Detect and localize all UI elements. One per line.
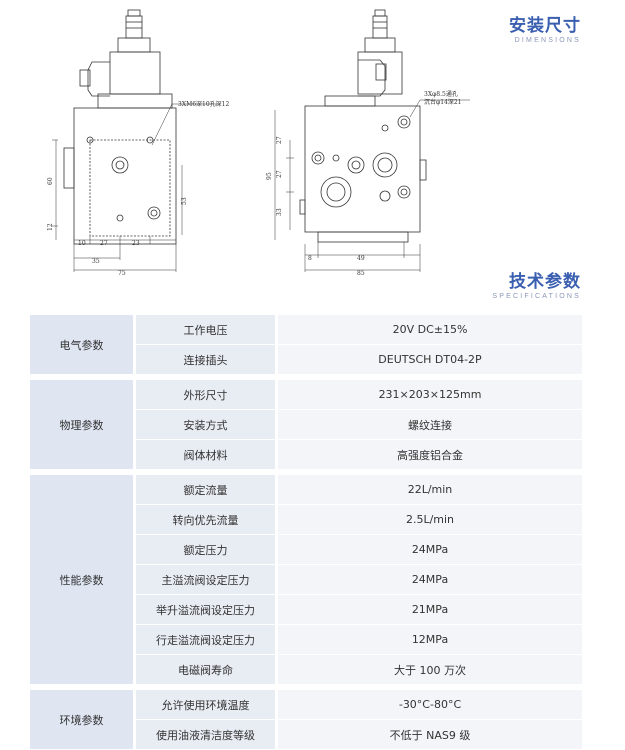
table-row: 安装方式 螺纹连接 [30,410,582,440]
right-hole-note-1: 3Xφ8.5通孔 [424,90,458,98]
value-cell: -30°C-80°C [275,690,582,720]
value-cell: 20V DC±15% [275,315,582,345]
category-cell: 环境参数 [30,690,133,750]
dimensions-subtitle: DIMENSIONS [514,37,581,44]
left-dim-10: 10 [78,240,86,247]
left-dim-60: 60 [47,177,54,185]
param-cell: 转向优先流量 [133,505,275,535]
left-valve-body [73,107,177,245]
value-cell: 24MPa [275,535,582,565]
left-plug-head [79,69,91,87]
specifications-title: 技术参数 [509,272,581,292]
right-dim-27a: 27 [276,136,283,144]
table-row: 阀体材料 高强度铝合金 [30,440,582,470]
value-cell: 大于 100 万次 [275,655,582,685]
param-cell: 使用油液清洁度等级 [133,720,275,750]
left-connector-body [125,15,143,39]
param-cell: 连接插头 [133,345,275,375]
left-view [52,9,220,272]
value-cell: 高强度铝合金 [275,440,582,470]
value-cell: 21MPa [275,595,582,625]
specifications-subtitle: SPECIFICATIONS [492,293,581,300]
category-cell: 性能参数 [30,475,133,685]
right-dim-49: 49 [357,255,365,262]
param-cell: 电磁阀寿命 [133,655,275,685]
specifications-table: 电气参数 工作电压 20V DC±15% 连接插头 DEUTSCH DT04-2… [30,315,582,750]
param-cell: 安装方式 [133,410,275,440]
param-cell: 阀体材料 [133,440,275,470]
right-view [274,9,470,272]
left-dim-35: 35 [92,258,100,265]
left-dim-23: 23 [132,240,140,247]
table-row: 电磁阀寿命 大于 100 万次 [30,655,582,685]
left-dim-27: 27 [100,240,108,247]
left-coil [109,51,161,95]
left-coil-nut [117,37,151,53]
table-row: 性能参数 额定流量 22L/min [30,475,582,685]
value-cell: 2.5L/min [275,505,582,535]
table-row: 转向优先流量 2.5L/min [30,505,582,535]
right-dim-95: 95 [266,172,273,180]
table-row: 举升溢流阀设定压力 21MPa [30,595,582,625]
specifications-section-title: 技术参数 SPECIFICATIONS [492,272,581,302]
table-row: 行走溢流阀设定压力 12MPa [30,625,582,655]
param-cell: 主溢流阀设定压力 [133,565,275,595]
table-row: 物理参数 外形尺寸 231×203×125mm [30,380,582,470]
table-row: 电气参数 工作电压 20V DC±15% [30,315,582,375]
param-cell: 额定压力 [133,535,275,565]
left-hole-note: 3XM6深10孔深12 [178,100,230,108]
value-cell: 24MPa [275,565,582,595]
left-dim-53: 53 [181,197,188,205]
value-cell: 231×203×125mm [275,380,582,410]
right-dim-33: 33 [276,208,283,216]
table-row: 环境参数 允许使用环境温度 -30°C-80°C [30,690,582,750]
dimensions-title: 安装尺寸 [509,16,581,36]
param-cell: 允许使用环境温度 [133,690,275,720]
valve-technical-drawing: 3XM6深10孔深12 60 12 53 10 27 23 35 75 3Xφ8… [47,9,470,277]
right-dim-85: 85 [357,270,365,277]
table-row: 连接插头 DEUTSCH DT04-2P [30,345,582,375]
value-cell: 22L/min [275,475,582,505]
left-dim-12: 12 [47,223,54,231]
left-plug [87,61,110,97]
param-cell: 额定流量 [133,475,275,505]
dimensions-section-title: 安装尺寸 DIMENSIONS [509,16,581,46]
right-dim-27b: 27 [276,170,283,178]
param-cell: 工作电压 [133,315,275,345]
left-side-port [63,147,75,189]
left-connector-cap [127,9,141,17]
right-dim-8: 8 [308,255,312,262]
value-cell: DEUTSCH DT04-2P [275,345,582,375]
param-cell: 行走溢流阀设定压力 [133,625,275,655]
category-cell: 物理参数 [30,380,133,470]
param-cell: 举升溢流阀设定压力 [133,595,275,625]
table-row: 主溢流阀设定压力 24MPa [30,565,582,595]
left-dim-75: 75 [118,270,126,277]
value-cell: 螺纹连接 [275,410,582,440]
value-cell: 12MPa [275,625,582,655]
table-row: 额定压力 24MPa [30,535,582,565]
right-hole-note-2: 沉台φ14深21 [424,98,461,106]
param-cell: 外形尺寸 [133,380,275,410]
category-cell: 电气参数 [30,315,133,375]
